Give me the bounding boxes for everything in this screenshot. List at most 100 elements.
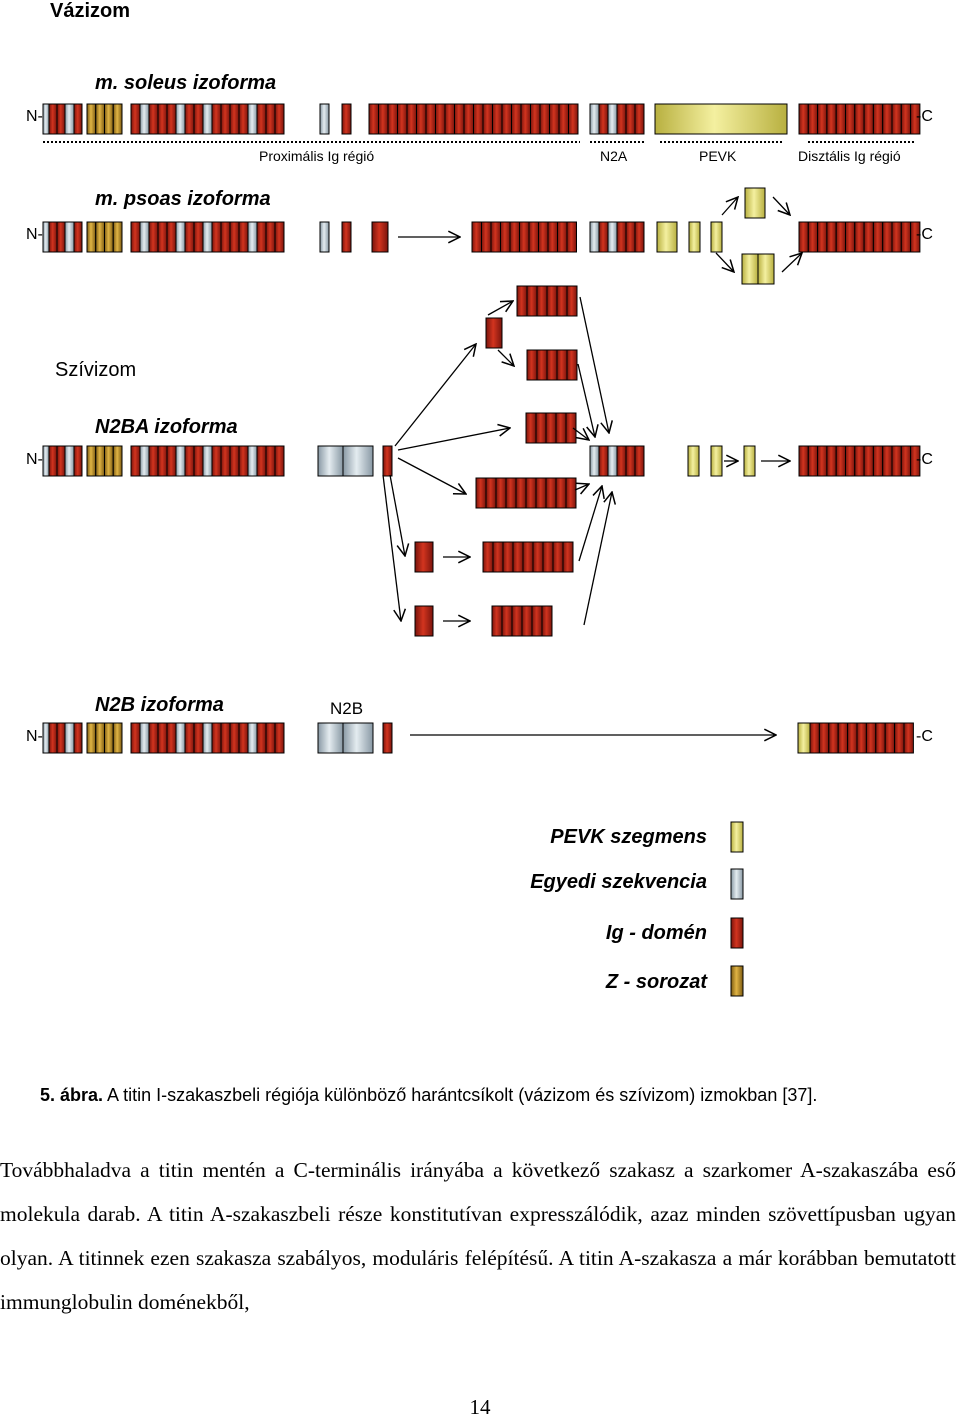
ig-domain-block bbox=[501, 103, 512, 135]
ig-domain-block bbox=[891, 445, 902, 477]
arrow bbox=[497, 349, 514, 366]
ig-domain-block bbox=[509, 221, 520, 253]
unique-sequence-block bbox=[730, 868, 744, 900]
soleus-n-terminal: N- bbox=[26, 108, 43, 125]
ig-domain-block bbox=[828, 722, 839, 754]
ig-domain-block bbox=[865, 722, 877, 754]
ig-domain-block bbox=[211, 445, 222, 477]
cardiac-muscle-title: Szívizom bbox=[55, 359, 137, 381]
ig-domain-block bbox=[454, 103, 465, 135]
ig-domain-block bbox=[903, 722, 914, 754]
unique-sequence-block bbox=[139, 221, 150, 253]
ig-domain-block bbox=[482, 103, 493, 135]
ig-domain-block bbox=[475, 477, 487, 509]
ig-domain-block bbox=[256, 221, 267, 253]
ig-domain-block bbox=[148, 103, 159, 135]
ig-domain-block bbox=[238, 103, 249, 135]
page-number: 14 bbox=[469, 1395, 491, 1419]
ig-domain-block bbox=[130, 445, 141, 477]
ig-domain-block bbox=[894, 722, 905, 754]
ig-domain-block bbox=[265, 221, 276, 253]
unique-sequence-block bbox=[589, 445, 600, 477]
ig-domain-block bbox=[538, 221, 549, 253]
ig-domain-block bbox=[130, 221, 141, 253]
ig-domain-block bbox=[730, 917, 744, 949]
z-repeat-block bbox=[95, 722, 105, 754]
unique-sequence-block bbox=[42, 722, 50, 754]
ig-domain-block bbox=[835, 445, 847, 477]
legend-pevk-label: PEVK szegmens bbox=[550, 826, 707, 848]
ig-domain-block bbox=[817, 445, 828, 477]
z-repeat-block bbox=[104, 445, 114, 477]
z-repeat-block bbox=[95, 221, 105, 253]
ig-domain-block bbox=[826, 445, 837, 477]
ig-domain-block bbox=[845, 221, 856, 253]
z-repeat-block bbox=[95, 103, 105, 135]
ig-domain-block bbox=[535, 412, 547, 444]
ig-domain-block bbox=[229, 722, 240, 754]
ig-domain-block bbox=[562, 541, 574, 573]
unique-sequence-block bbox=[319, 103, 330, 135]
ig-domain-block bbox=[274, 103, 285, 135]
unique-sequence-block bbox=[319, 221, 330, 253]
pevk-segment-block bbox=[744, 187, 766, 219]
ig-domain-block bbox=[382, 445, 393, 477]
unique-sequence-block bbox=[607, 221, 618, 253]
ig-domain-block bbox=[566, 349, 578, 381]
ig-domain-block bbox=[882, 103, 893, 135]
ig-domain-block bbox=[73, 722, 83, 754]
ig-domain-block bbox=[809, 722, 820, 754]
caption-text: A titin I-szakaszbeli régiója különböző … bbox=[103, 1085, 818, 1105]
ig-domain-block bbox=[485, 477, 497, 509]
unique-sequence-block bbox=[175, 445, 186, 477]
ig-domain-block bbox=[598, 445, 609, 477]
ig-domain-block bbox=[516, 285, 528, 317]
ig-domain-block bbox=[211, 221, 222, 253]
soleus-isoform-label: m. soleus izoforma bbox=[95, 72, 277, 94]
ig-domain-block bbox=[854, 445, 865, 477]
pevk-region-label: PEVK bbox=[699, 148, 737, 164]
ig-domain-block bbox=[900, 445, 912, 477]
ig-domain-block bbox=[274, 445, 285, 477]
ig-domain-block bbox=[166, 445, 177, 477]
ig-domain-block bbox=[184, 445, 195, 477]
unique-sequence-block bbox=[139, 722, 150, 754]
pevk-segment-block bbox=[656, 221, 678, 253]
ig-domain-block bbox=[616, 221, 627, 253]
unique-sequence-block bbox=[202, 445, 213, 477]
ig-domain-block bbox=[238, 722, 249, 754]
ig-domain-block bbox=[557, 221, 568, 253]
pevk-segment-block bbox=[757, 253, 775, 285]
z-repeat-block bbox=[112, 445, 123, 477]
unique-sequence-block bbox=[247, 103, 258, 135]
ig-domain-block bbox=[502, 541, 514, 573]
ig-domain-block bbox=[371, 221, 389, 253]
ig-domain-block bbox=[798, 445, 809, 477]
ig-domain-block bbox=[625, 221, 636, 253]
ig-domain-block bbox=[492, 103, 503, 135]
ig-domain-block bbox=[56, 221, 66, 253]
ig-domain-block bbox=[549, 103, 560, 135]
figure-caption: 5. ábra. A titin I-szakaszbeli régiója k… bbox=[40, 1085, 817, 1106]
ig-domain-block bbox=[220, 221, 231, 253]
ig-domain-block bbox=[238, 221, 249, 253]
soleus-c-terminal: -C bbox=[916, 108, 933, 125]
unique-sequence-block bbox=[64, 221, 75, 253]
z-repeat-block bbox=[112, 221, 123, 253]
ig-domain-block bbox=[519, 221, 530, 253]
z-repeat-block bbox=[112, 103, 123, 135]
unique-sequence-block bbox=[317, 445, 344, 477]
ig-domain-block bbox=[625, 445, 636, 477]
unique-sequence-block bbox=[175, 103, 186, 135]
ig-domain-block bbox=[495, 477, 507, 509]
titin-figure: Vázizom m. soleus izoforma N- -C Proximá… bbox=[26, 0, 933, 997]
ig-domain-block bbox=[817, 221, 828, 253]
unique-sequence-block bbox=[64, 103, 75, 135]
n2b-n-terminal: N- bbox=[26, 728, 43, 745]
unique-sequence-block bbox=[342, 722, 374, 754]
ig-domain-block bbox=[532, 541, 544, 573]
ig-domain-block bbox=[512, 541, 524, 573]
ig-domain-block bbox=[471, 221, 482, 253]
ig-domain-block bbox=[522, 541, 534, 573]
unique-sequence-block bbox=[42, 445, 50, 477]
